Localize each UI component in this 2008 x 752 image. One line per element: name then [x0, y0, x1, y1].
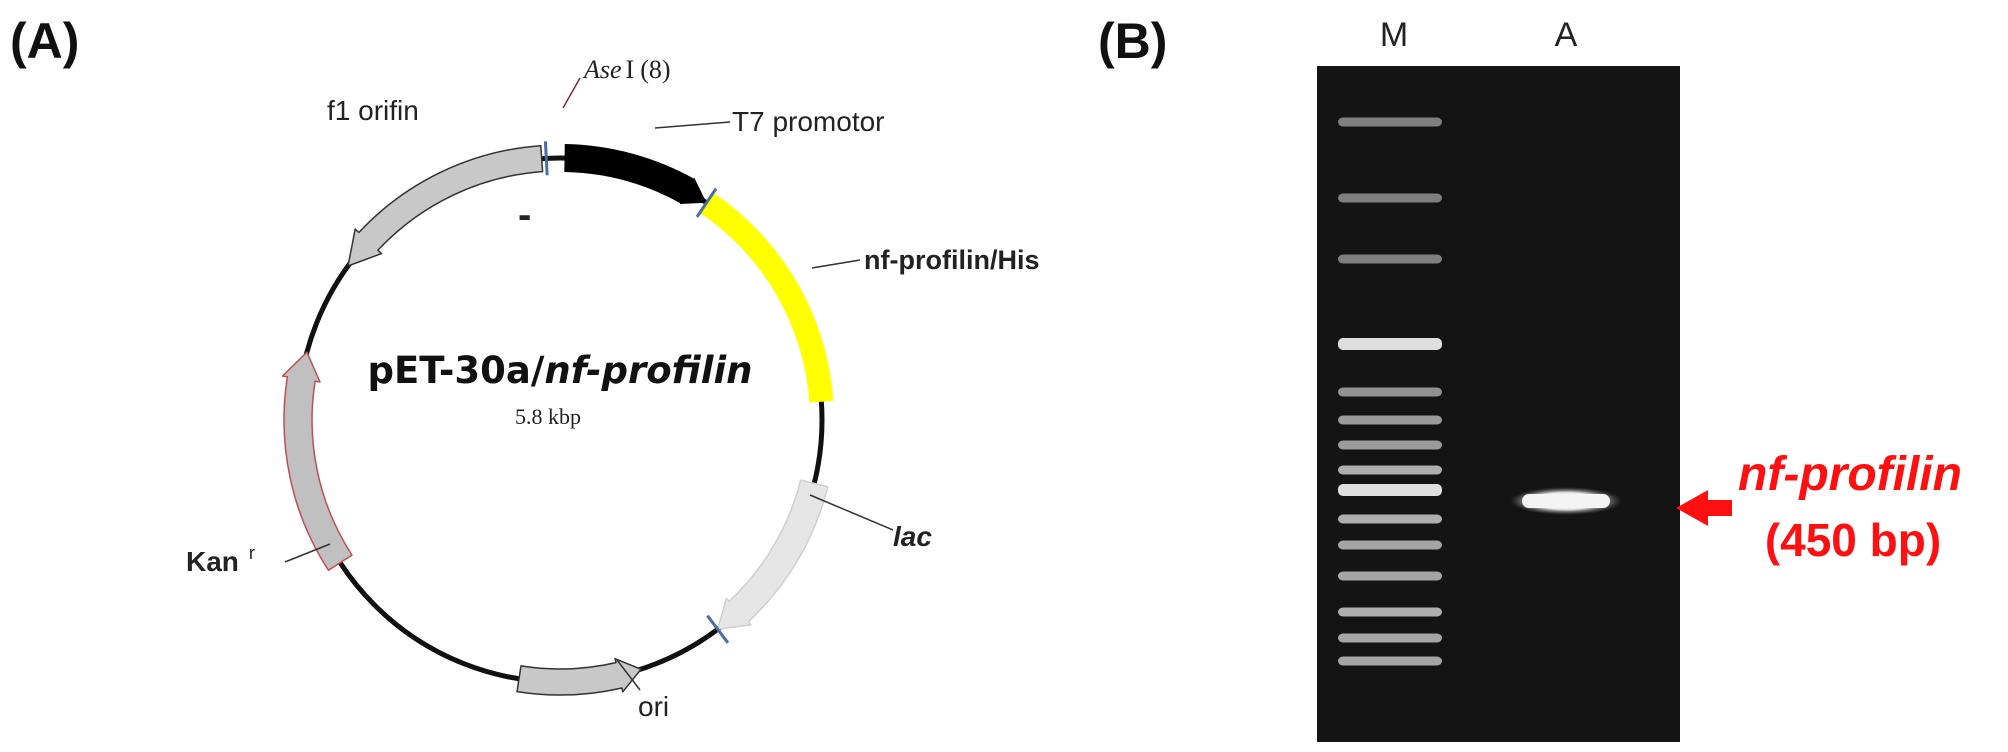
band-arrow-icon: [1676, 490, 1732, 526]
ladder-band: [1338, 338, 1442, 350]
band-size-label: (450 bp): [1765, 514, 1941, 566]
nf-profilin-his-segment: [699, 192, 834, 403]
lac-leader-line: [809, 494, 894, 531]
gel-image: M A nf-profilin (450 bp): [1317, 16, 1962, 742]
lac-label: lac: [893, 521, 932, 552]
kan-resistance-arrow: [281, 351, 353, 572]
ladder-band: [1338, 387, 1442, 397]
lane-m-label: M: [1380, 16, 1408, 54]
plasmid-size: 5.8 kbp: [515, 404, 581, 429]
gel-background: [1317, 66, 1680, 742]
t7-leader-line: [654, 121, 731, 129]
ladder-band: [1338, 193, 1442, 203]
t7-end-tick: [695, 187, 718, 218]
f1-origin-label: f1 orifin: [327, 95, 419, 126]
f1-origin-arrow: [347, 144, 544, 267]
ladder-band: [1338, 254, 1442, 264]
ladder-band: [1338, 117, 1442, 127]
ladder-band: [1338, 633, 1442, 643]
minus-mark: -: [518, 193, 531, 237]
ase-leader-line: [562, 77, 581, 109]
t7-promoter-label: T7 promotor: [732, 106, 885, 137]
t7-promoter-arrow: [564, 144, 707, 204]
kan-leader-line: [284, 543, 331, 563]
ladder-band: [1338, 571, 1442, 581]
panel-b-label: (B): [1098, 13, 1168, 69]
ladder-band: [1338, 415, 1442, 425]
ori-arrow: [516, 657, 642, 696]
ladder-band: [1338, 540, 1442, 550]
insert-leader-line: [811, 259, 861, 269]
ladder-band: [1338, 465, 1442, 475]
sample-band-core: [1522, 494, 1610, 508]
ladder-band: [1338, 514, 1442, 524]
ori-leader-line: [616, 659, 641, 691]
ase-site-tick: [543, 141, 549, 176]
panel-a-label: (A): [10, 13, 80, 69]
plasmid-name: pET-30a/nf-profilin: [367, 349, 752, 392]
ori-label: ori: [638, 691, 669, 722]
insert-label: nf-profilin/His: [864, 245, 1039, 275]
lane-a-label: A: [1555, 16, 1578, 54]
ladder-band: [1338, 607, 1442, 617]
ladder-band: [1338, 440, 1442, 450]
band-name-label: nf-profilin: [1738, 448, 1962, 501]
marker-ladder: [1338, 117, 1442, 666]
ladder-band: [1338, 656, 1442, 666]
lac-arrow: [716, 479, 829, 630]
lac-end-tick: [706, 614, 730, 644]
ladder-band: [1338, 484, 1442, 496]
